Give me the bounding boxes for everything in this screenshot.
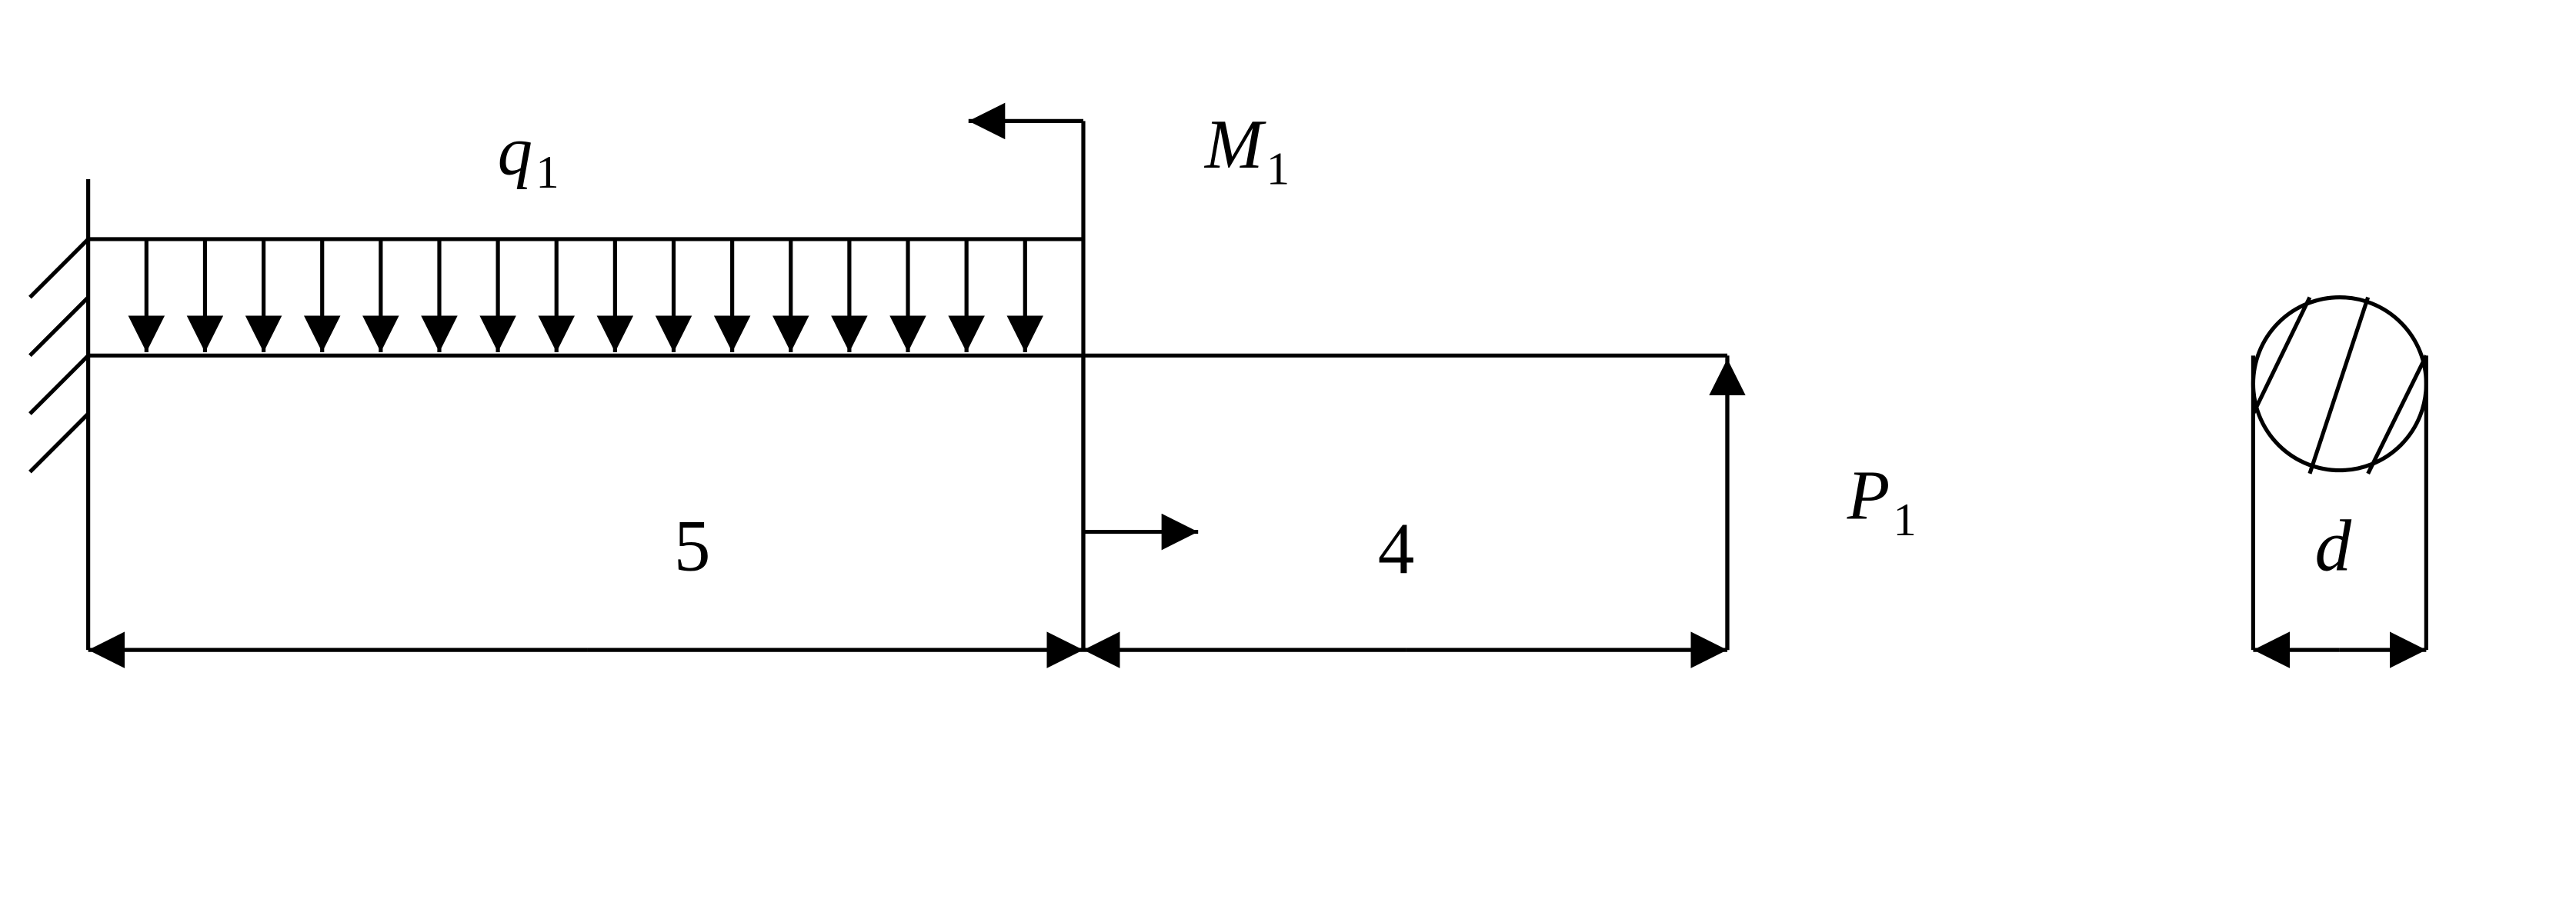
diameter-label: d [2314,504,2351,586]
cross-section [2251,295,2428,668]
load-arrows [128,238,1044,352]
dimension-lines [88,355,1730,668]
fixed-support-wall [28,179,91,651]
dimension-label-left: 5 [674,504,711,586]
section-hatching [2251,296,2428,475]
dimension-label-right: 4 [1378,508,1415,590]
distributed-load-q1 [88,237,1083,352]
